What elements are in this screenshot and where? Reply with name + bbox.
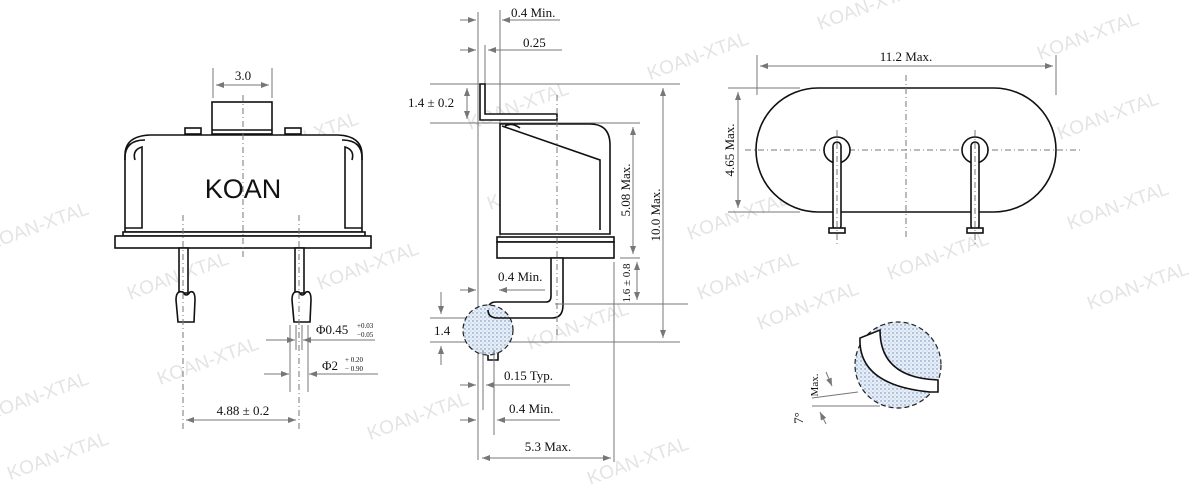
dim-lead-diameter: Φ0.45 [316,322,348,337]
dim-top-width: 3.0 [235,68,251,83]
watermark: KOAN-XTAL [645,29,752,85]
dim-angle: 7° [791,412,806,424]
watermark: KOAN-XTAL [755,279,862,335]
dim-typ: 0.15 Typ. [504,368,553,383]
dim-lead-min: 0.4 Min. [498,269,542,284]
watermark: KOAN-XTAL [585,434,692,489]
dim-length: 11.2 Max. [880,49,933,64]
dim-total-height: 10.0 Max. [648,188,663,241]
tol-plus: + 0.20 [345,356,363,364]
side-view: 0.4 Min. 0.25 1.4 ± 0.2 5.08 Max. 10.0 M… [408,5,688,462]
tol-minus: −0.05 [357,331,374,339]
watermark: KOAN-XTAL [1035,9,1142,65]
front-view: 3.0 KOAN Φ0.45 +0.03 −0.05 Φ2 + 0.20 − 0… [114,68,378,430]
dim-bottom-min: 0.4 Min. [509,401,553,416]
dim-pitch: 4.88 ± 0.2 [217,403,270,418]
watermark: KOAN-XTAL [815,0,922,35]
watermark: KOAN-XTAL [1085,259,1192,315]
dim-lead-thickness: 0.25 [523,35,546,50]
dim-bend: 1.4 [434,323,451,338]
dim-body-height: 5.08 Max. [618,163,633,216]
watermark: KOAN-XTAL [155,334,262,390]
watermark: KOAN-XTAL [695,249,802,305]
top-view: 11.2 Max. 4.65 Max. [722,49,1080,245]
watermark: KOAN-XTAL [5,429,112,485]
dim-top-min: 0.4 Min. [511,5,555,20]
dim-lead-standoff: 1.6 ± 0.8 [621,263,633,303]
watermark: KOAN-XTAL [1065,179,1172,235]
dim-width: 5.3 Max. [525,439,572,454]
dim-angle-label: Max. [809,373,821,396]
tol-minus: − 0.90 [345,365,363,373]
dim-height: 4.65 Max. [722,123,737,176]
watermark: KOAN-XTAL [0,199,92,255]
watermark: KOAN-XTAL [1055,89,1162,145]
watermark: KOAN-XTAL [0,369,92,425]
watermark: KOAN-XTAL [365,389,472,445]
tol-plus: +0.03 [357,322,374,330]
bend-detail: 7° Max. [791,321,942,425]
watermark: KOAN-XTAL [885,229,992,285]
dim-bulge-diameter: Φ2 [322,358,338,373]
dim-tab-height: 1.4 ± 0.2 [408,95,454,110]
